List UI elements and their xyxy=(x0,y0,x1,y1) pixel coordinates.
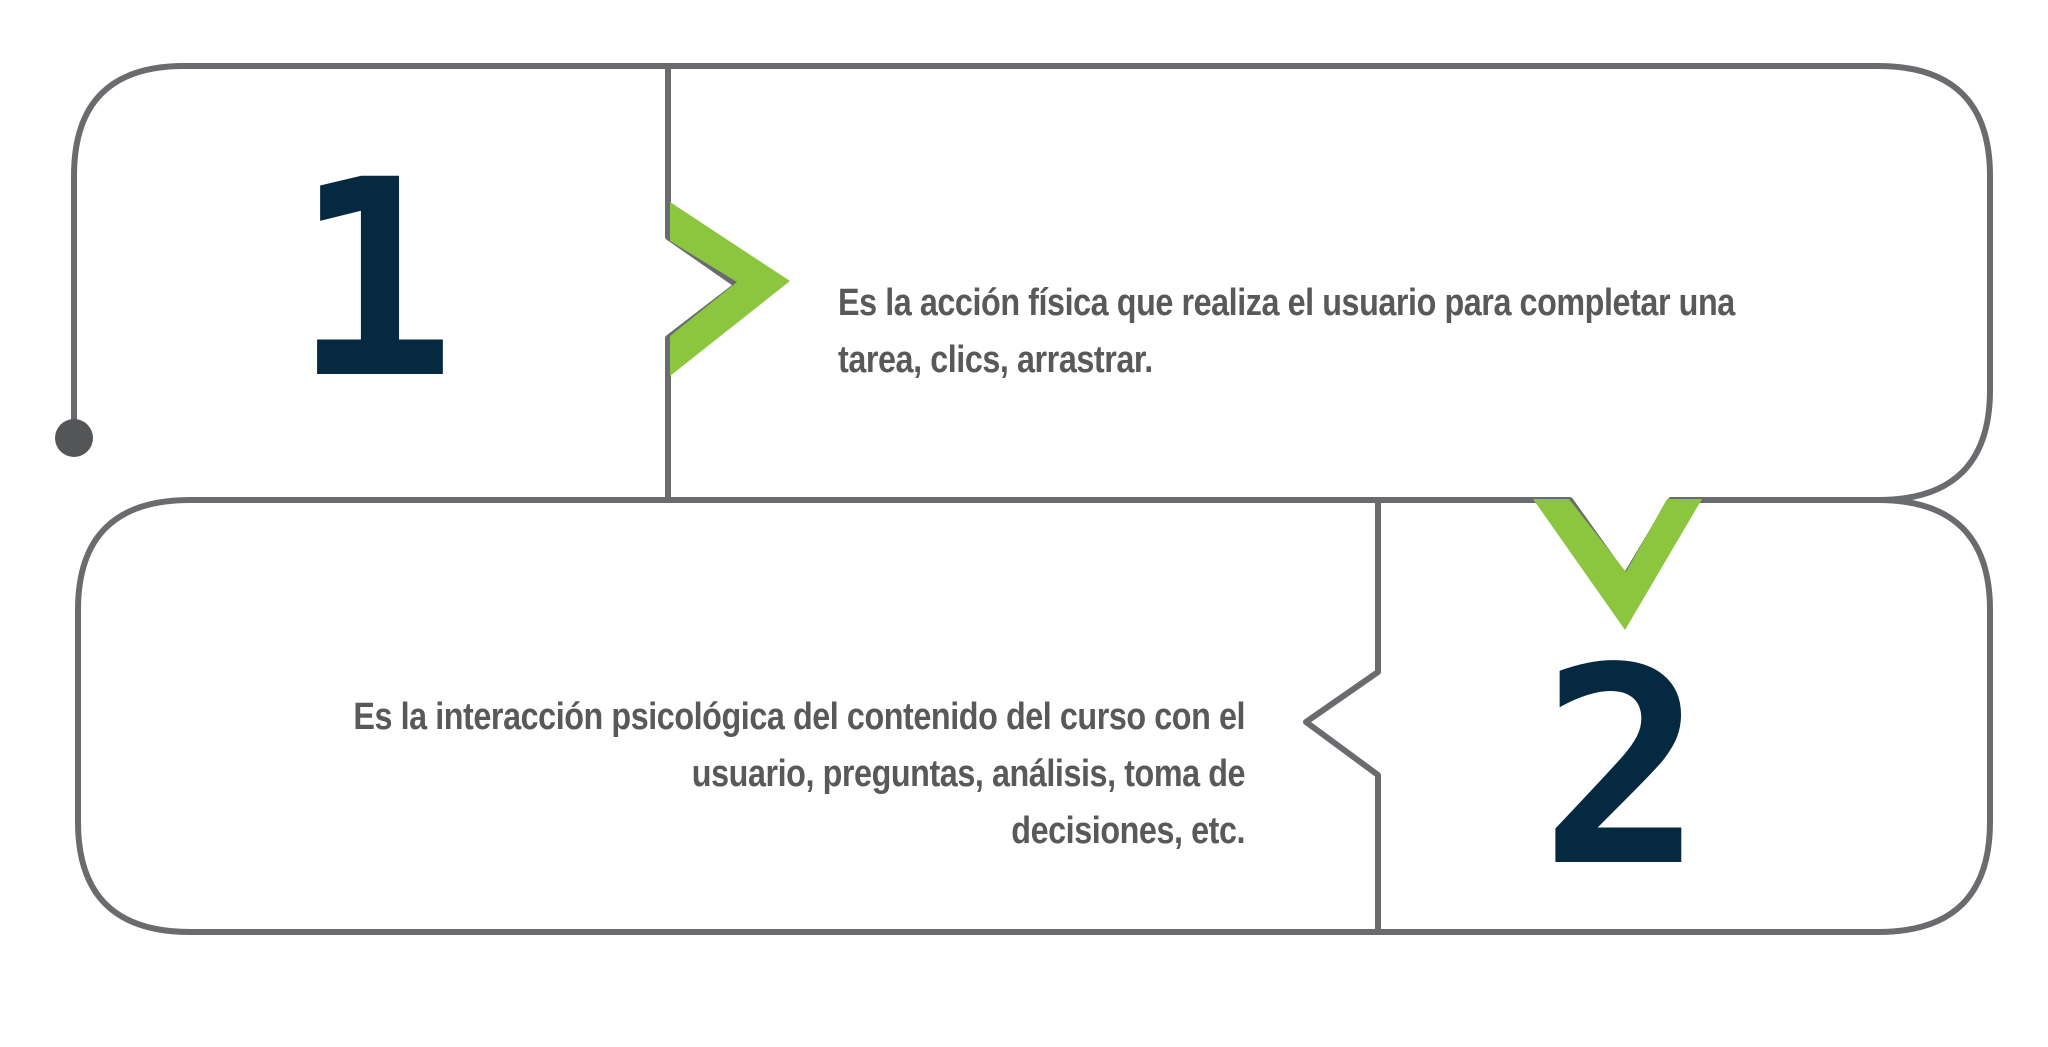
step2-divider-line xyxy=(1303,497,1381,935)
step1-description-line1: Es la acción física que realiza el usuar… xyxy=(838,282,1735,324)
chevron-down-icon xyxy=(1533,499,1702,630)
step2-description-line3: decisiones, etc. xyxy=(1011,810,1245,852)
step1-description: Es la acción física que realiza el usuar… xyxy=(838,275,1735,389)
step1-box-outline xyxy=(71,63,1993,503)
step2-description-line1: Es la interacción psicológica del conten… xyxy=(353,696,1245,738)
step1-divider-line xyxy=(665,63,740,503)
shared-border-line xyxy=(187,497,1881,580)
chevron-right-icon xyxy=(670,202,790,376)
step2-box-outline xyxy=(75,497,1993,935)
step1-description-line2: tarea, clics, arrastrar. xyxy=(838,339,1153,381)
step2-description: Es la interacción psicológica del conten… xyxy=(353,689,1245,860)
step2-description-line2: usuario, preguntas, análisis, toma de xyxy=(691,753,1246,795)
step2-number: 2 xyxy=(1540,611,1704,927)
timeline-start-dot xyxy=(55,419,93,457)
step1-number: 1 xyxy=(292,123,456,439)
